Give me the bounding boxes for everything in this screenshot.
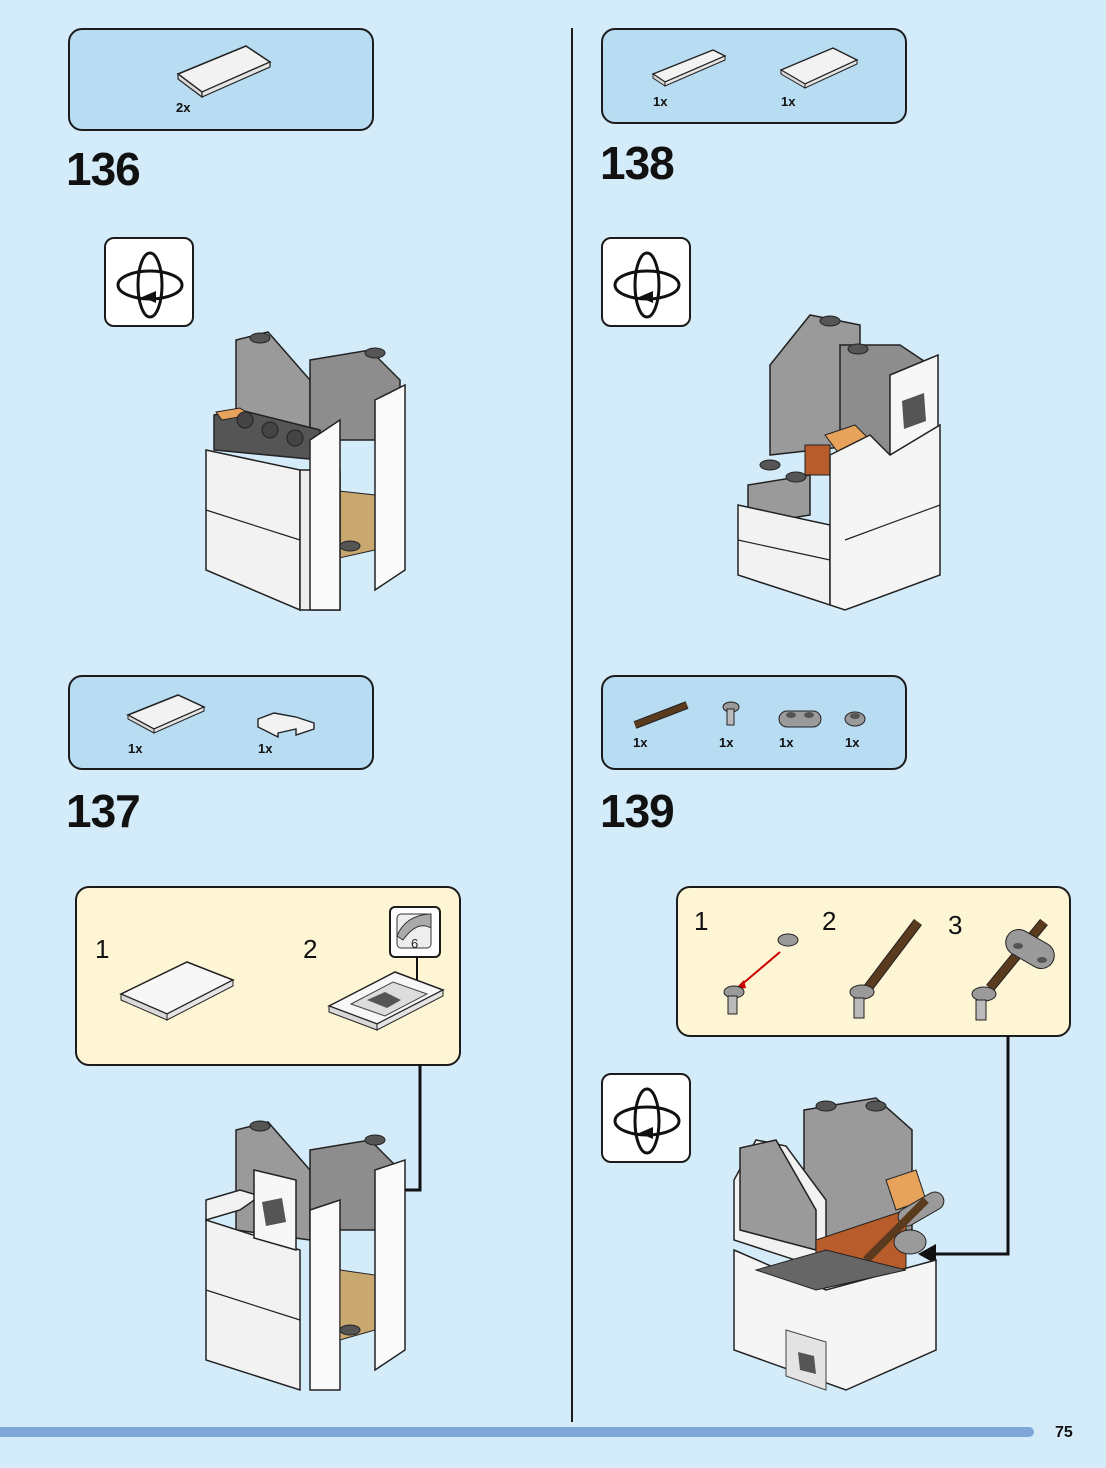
sub-assembly-callout-139: 1 2 3 [676,886,1071,1037]
parts-list-138: 1x 1x [601,28,907,124]
parts-list-136: 2x [68,28,374,131]
model-assembly-136 [205,331,406,612]
substep-1-tile [119,961,235,1021]
part-grey-plate-2-stud [778,710,822,728]
step-number-136: 136 [66,143,141,195]
model-assembly-138 [737,314,941,611]
part-grey-round-plate [844,711,866,727]
model-assembly-139 [733,1097,945,1391]
parts-list-139: 1x 1x 1x 1x [601,675,907,770]
part-white-tile-2x4 [176,45,272,99]
sticker-pointer [416,956,418,980]
part-brown-bar [633,701,689,729]
step-number-137: 137 [66,785,141,837]
rotate-model-icon [601,1073,691,1163]
step-number-138: 138 [600,137,675,189]
substep-label: 1 [95,934,110,964]
step-number-139: 139 [600,785,675,837]
substep-1-assembly [723,933,799,1015]
page-number: 75 [1055,1424,1073,1441]
rotate-model-icon [104,237,194,327]
part-qty: 1x [633,735,648,750]
part-grey-clip [722,701,740,726]
part-qty: 1x [845,735,860,750]
sub-assembly-callout-137: 1 2 6 [75,886,461,1066]
substep-label: 2 [822,906,837,936]
part-white-tile-2x4 [126,694,206,734]
part-qty: 2x [176,100,191,115]
model-assembly-137 [205,1120,406,1392]
part-white-tile-1x4 [651,49,727,87]
substep-2-assembly [849,918,922,1019]
part-qty: 1x [781,94,796,109]
callout-arrow-icon [918,1036,1010,1264]
substep-label: 1 [694,906,709,936]
footer-bar [0,1427,1034,1437]
parts-list-137: 1x 1x [68,675,374,770]
substep-3-assembly [971,918,1055,1021]
part-qty: 1x [719,735,734,750]
substep-label: 3 [948,910,963,940]
sticker-icon: 6 [389,906,441,958]
sticker-sheet-number: 6 [411,936,419,951]
part-white-tile-2x4 [779,47,859,89]
part-white-corner-tile [257,712,315,739]
part-qty: 1x [128,741,143,756]
substep-label: 2 [303,934,318,964]
part-qty: 1x [779,735,794,750]
part-qty: 1x [653,94,668,109]
substep-2-stickered-tile [327,971,445,1031]
rotate-model-icon [601,237,691,327]
column-divider [571,28,573,1422]
part-qty: 1x [258,741,273,756]
